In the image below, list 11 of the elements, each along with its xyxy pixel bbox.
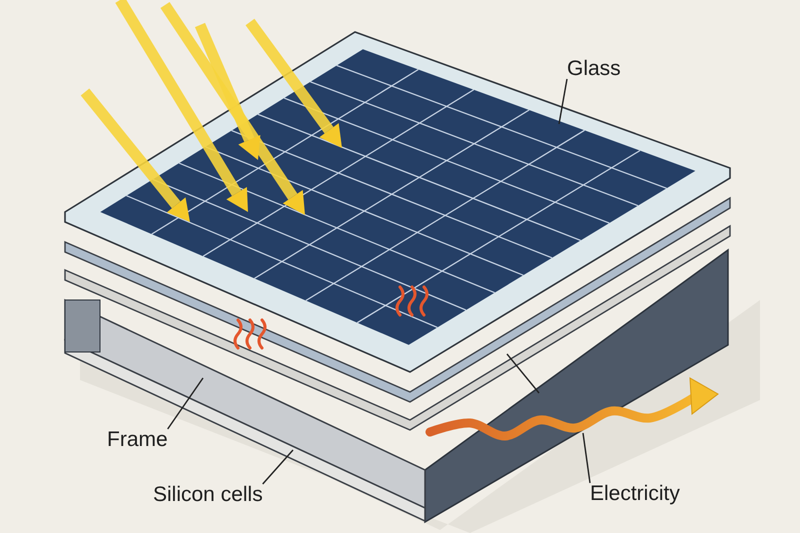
leader-line [167, 378, 204, 430]
part-label: Glass [567, 58, 621, 79]
leader-line [262, 450, 294, 484]
part-label: Electricity [590, 483, 680, 504]
leader-line [582, 432, 591, 484]
leader-line [506, 354, 540, 394]
frame-side-face [424, 248, 729, 524]
leader-line [558, 78, 568, 124]
part-label: Frame [107, 429, 168, 450]
part-label: Silicon cells [153, 484, 263, 505]
wavy-arrow [426, 377, 719, 440]
